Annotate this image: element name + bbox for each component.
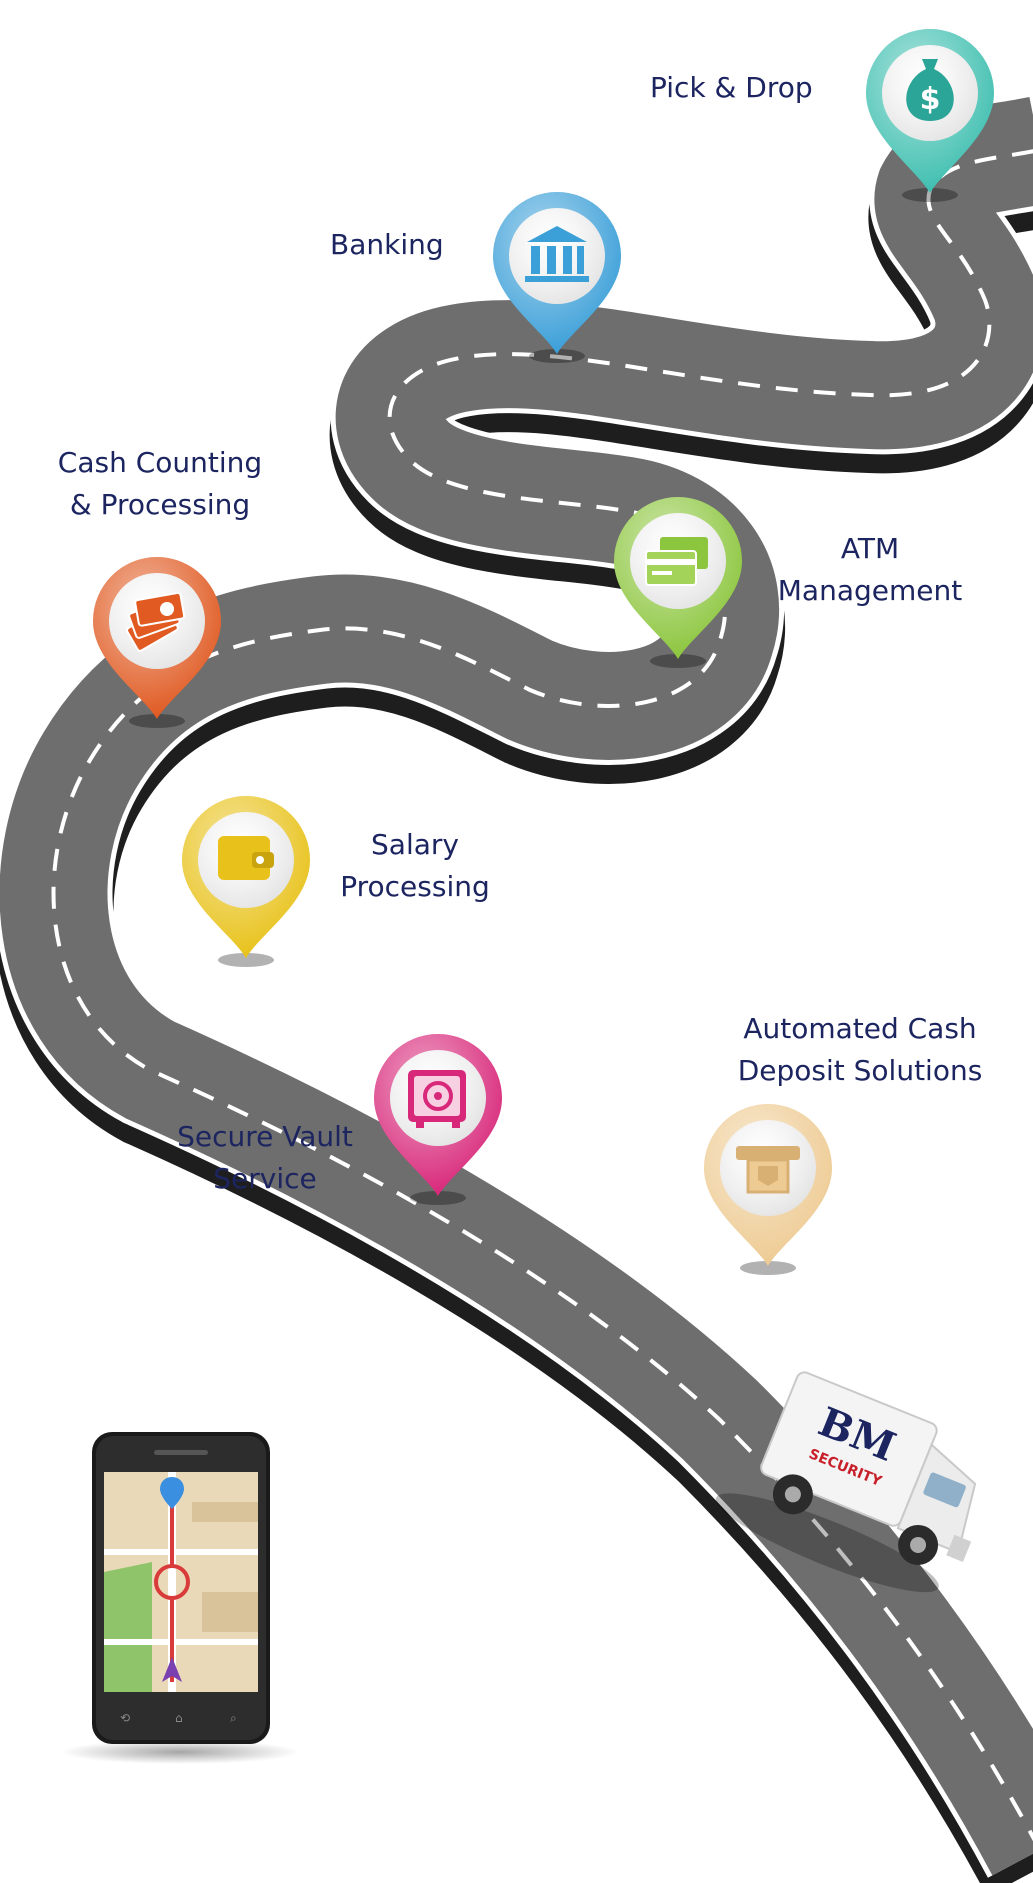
label-line: Banking (330, 228, 444, 261)
pin-pick-drop: $ (866, 29, 994, 202)
winding-road (0, 92, 1033, 1883)
smartphone-map: ⟲ ⌂ ⌕ (60, 1432, 300, 1764)
label-cash-deposit: Automated Cash Deposit Solutions (710, 1008, 1010, 1092)
svg-text:$: $ (920, 82, 941, 117)
pin-cash-deposit (704, 1104, 832, 1275)
label-atm-management: ATM Management (760, 528, 980, 612)
pin-salary-processing (182, 796, 310, 967)
label-line: Management (777, 574, 963, 607)
money-bag-icon: $ (906, 59, 954, 121)
label-line: Deposit Solutions (737, 1054, 983, 1087)
pin-cash-counting (93, 557, 221, 728)
pin-banking (493, 192, 621, 363)
pin-secure-vault (374, 1034, 502, 1205)
pin-marker (182, 796, 310, 967)
label-line: Pick & Drop (650, 71, 813, 104)
deposit-machine-icon (736, 1146, 800, 1194)
label-cash-counting: Cash Counting & Processing (40, 442, 280, 526)
cash-notes-icon (126, 592, 186, 652)
label-banking: Banking (330, 224, 470, 266)
svg-text:⟲: ⟲ (120, 1711, 130, 1725)
label-line: Service (213, 1162, 317, 1195)
atm-cards-icon (645, 537, 708, 586)
label-pick-drop: Pick & Drop (650, 67, 850, 109)
svg-text:⌂: ⌂ (175, 1711, 183, 1725)
pin-atm-management (614, 497, 742, 668)
bank-icon (525, 226, 589, 282)
vault-icon (408, 1070, 466, 1128)
armored-truck: BM SECURITY (715, 1371, 977, 1593)
label-line: Processing (340, 870, 490, 903)
label-line: Salary (371, 828, 459, 861)
svg-text:⌕: ⌕ (230, 1711, 237, 1725)
pin-marker (493, 192, 621, 363)
label-salary-processing: Salary Processing (320, 824, 510, 908)
label-secure-vault: Secure Vault Service (165, 1116, 365, 1200)
label-line: Cash Counting (57, 446, 263, 479)
wallet-icon (218, 836, 274, 880)
label-line: ATM (840, 532, 900, 565)
label-line: Automated Cash (743, 1012, 977, 1045)
label-line: Secure Vault (177, 1120, 353, 1153)
label-line: & Processing (69, 488, 251, 521)
